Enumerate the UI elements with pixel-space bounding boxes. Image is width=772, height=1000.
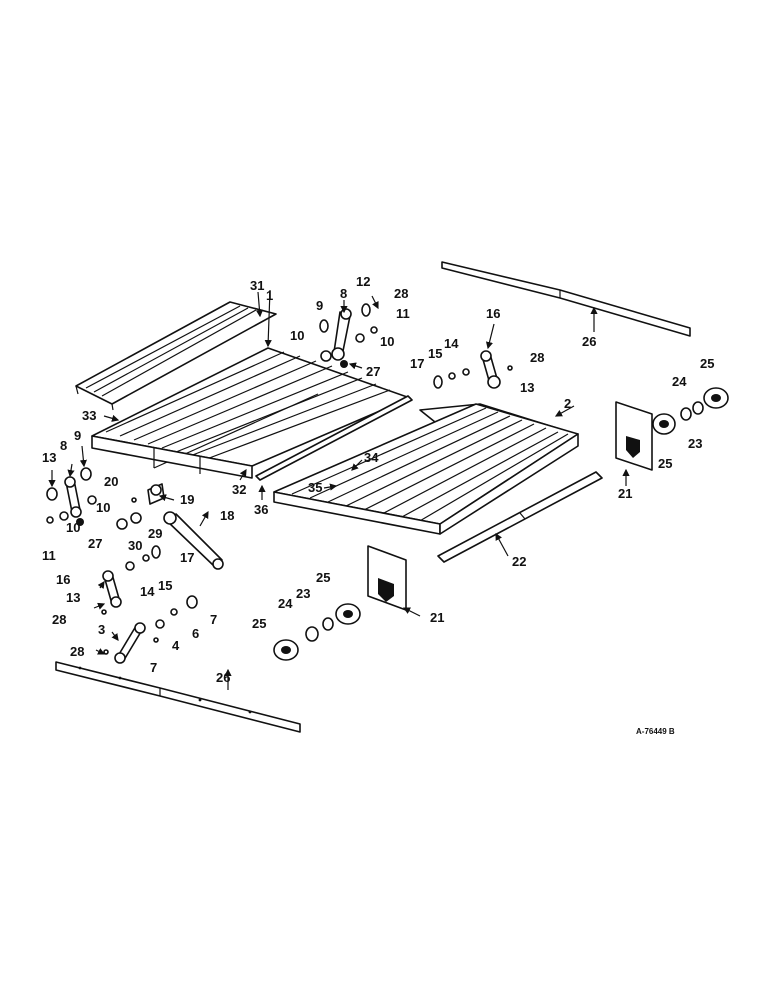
rail-26-lower [55, 661, 301, 733]
callout-5: 6 [192, 626, 199, 641]
callout-27: 27 [366, 364, 380, 379]
callout-labels: 31 1 12 28 8 9 11 10 10 27 16 14 15 28 1… [42, 274, 714, 736]
callout-11: 11 [42, 548, 56, 563]
callout-24: 24 [672, 374, 687, 389]
callout-10: 10 [96, 500, 110, 515]
callout-18: 18 [220, 508, 234, 523]
callout-26: 26 [216, 670, 230, 685]
shaft-22 [437, 471, 603, 563]
callout-4: 4 [172, 638, 180, 653]
callout-23: 23 [688, 436, 702, 451]
strip-36 [255, 395, 413, 481]
callout-22: 22 [512, 554, 526, 569]
callout-2: 2 [564, 396, 571, 411]
plate-21-right [615, 401, 653, 471]
sieve-31 [75, 301, 277, 411]
callout-24: 24 [278, 596, 293, 611]
callout-7: 7 [150, 660, 157, 675]
callout-25: 25 [252, 616, 266, 631]
callout-6: 7 [210, 612, 217, 627]
callout-16: 16 [486, 306, 500, 321]
callout-28: 28 [394, 286, 408, 301]
arm-3-cluster [103, 595, 198, 664]
callout-28: 28 [70, 644, 84, 659]
callout-13: 13 [66, 590, 80, 605]
callout-16: 16 [56, 572, 70, 587]
plate-21-lower [367, 545, 407, 611]
pivot-19-cluster [116, 483, 165, 530]
callout-11: 11 [396, 306, 410, 321]
linkage-upper-center [319, 303, 378, 368]
callout-9: 9 [74, 428, 81, 443]
callout-14: 14 [140, 584, 155, 599]
bearing-group-lower [273, 603, 361, 661]
bearing-group-right [652, 387, 729, 435]
callout-10: 10 [66, 520, 80, 535]
callout-27: 27 [88, 536, 102, 551]
callout-9: 9 [316, 298, 323, 313]
callout-29: 29 [148, 526, 162, 541]
callout-20: 20 [104, 474, 118, 489]
callout-33: 33 [82, 408, 96, 423]
callout-25: 25 [658, 456, 672, 471]
leader-lines [48, 289, 630, 690]
callout-30: 30 [128, 538, 142, 553]
callout-21: 21 [618, 486, 632, 501]
callout-8: 8 [340, 286, 347, 301]
linkage-left [46, 467, 97, 526]
callout-26: 26 [582, 334, 596, 349]
lever-18 [163, 511, 224, 570]
callout-14: 14 [444, 336, 459, 351]
callout-36: 36 [254, 502, 268, 517]
callout-25: 25 [700, 356, 714, 371]
reference-code: A-76449 B [636, 727, 675, 736]
callout-12: 12 [356, 274, 370, 289]
callout-21: 21 [430, 610, 444, 625]
linkage-upper-right [433, 350, 513, 389]
callout-8: 8 [60, 438, 67, 453]
callout-1: 1 [266, 288, 273, 303]
callout-13: 13 [520, 380, 534, 395]
callout-3: 3 [98, 622, 105, 637]
callout-35: 35 [308, 480, 322, 495]
callout-10: 10 [290, 328, 304, 343]
callout-34: 34 [364, 450, 379, 465]
callout-28: 28 [530, 350, 544, 365]
rail-26-upper [441, 261, 691, 337]
callout-19: 19 [180, 492, 194, 507]
callout-15: 15 [158, 578, 172, 593]
callout-25: 25 [316, 570, 330, 585]
callout-12: 13 [42, 450, 56, 465]
linkage-left-lower [101, 545, 161, 615]
callout-15: 15 [428, 346, 442, 361]
callout-17: 17 [180, 550, 194, 565]
callout-31: 31 [250, 278, 264, 293]
sieve-2 [273, 403, 579, 535]
callout-32: 32 [232, 482, 246, 497]
callout-28: 28 [52, 612, 66, 627]
callout-10: 10 [380, 334, 394, 349]
chaffer-1 [91, 347, 411, 479]
callout-17: 17 [410, 356, 424, 371]
callout-23: 23 [296, 586, 310, 601]
